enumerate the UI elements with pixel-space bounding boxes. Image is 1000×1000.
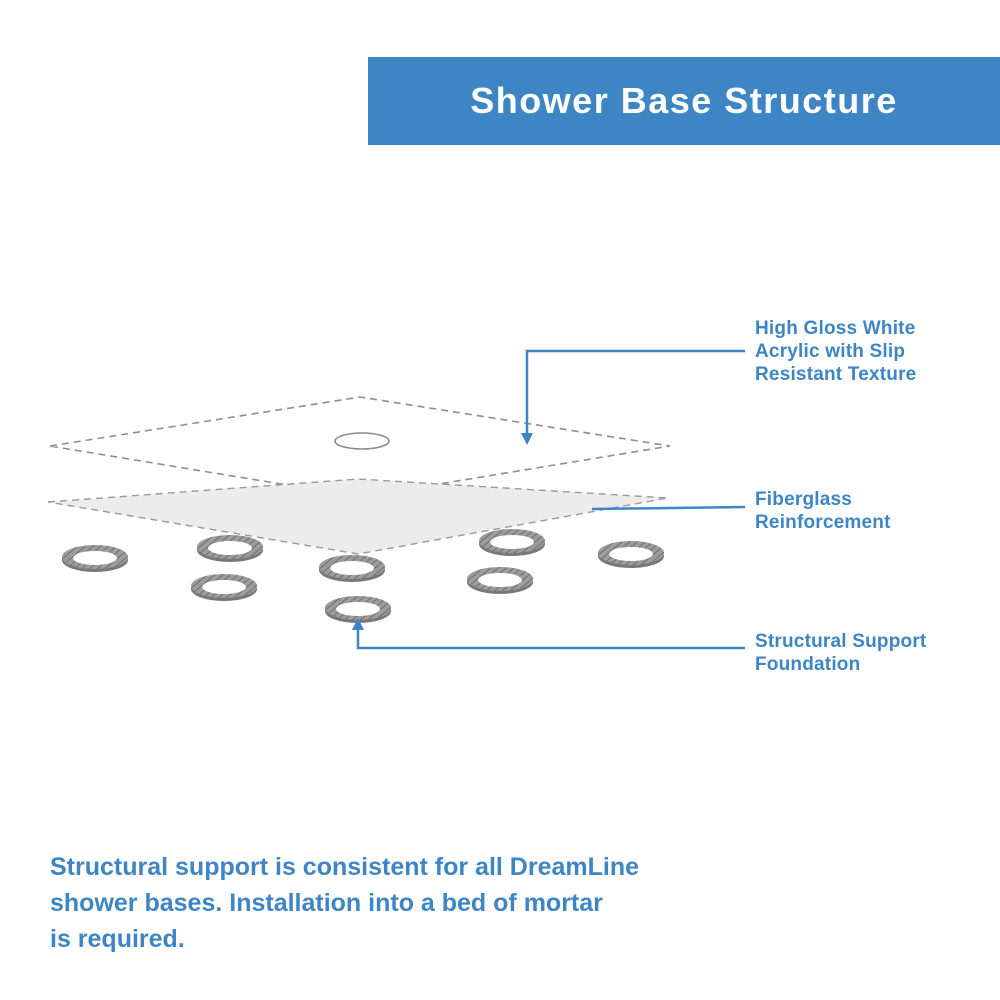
support-ring-icon — [467, 567, 533, 594]
support-ring-icon — [319, 555, 385, 582]
footer-note: Structural support is consistent for all… — [50, 853, 640, 953]
label-support-foundation: Structural Support Foundation — [755, 631, 927, 675]
support-ring-icon — [479, 529, 545, 556]
fiberglass-layer — [47, 478, 669, 555]
support-ring-icon — [197, 535, 263, 562]
arrow-up-icon — [352, 618, 364, 630]
support-ring-icon — [598, 541, 664, 568]
page-title: Shower Base Structure — [470, 80, 898, 121]
leader-line-acrylic — [525, 349, 745, 434]
leader-lines — [356, 349, 746, 650]
support-ring-icon — [62, 545, 128, 572]
leader-line-fiberglass — [591, 505, 746, 511]
header-banner: Shower Base Structure — [368, 57, 1000, 145]
label-fiberglass-layer: Fiberglass Reinforcement — [755, 489, 891, 533]
support-rings — [62, 529, 664, 623]
leader-line-support — [356, 629, 745, 650]
support-ring-icon — [325, 596, 391, 623]
support-ring-icon — [191, 574, 257, 601]
label-acrylic-layer: High Gloss White Acrylic with Slip Resis… — [755, 318, 917, 385]
acrylic-top-layer — [49, 396, 671, 498]
leader-arrowheads — [352, 433, 533, 630]
drain-hole — [334, 432, 390, 450]
arrow-down-icon — [521, 433, 533, 445]
